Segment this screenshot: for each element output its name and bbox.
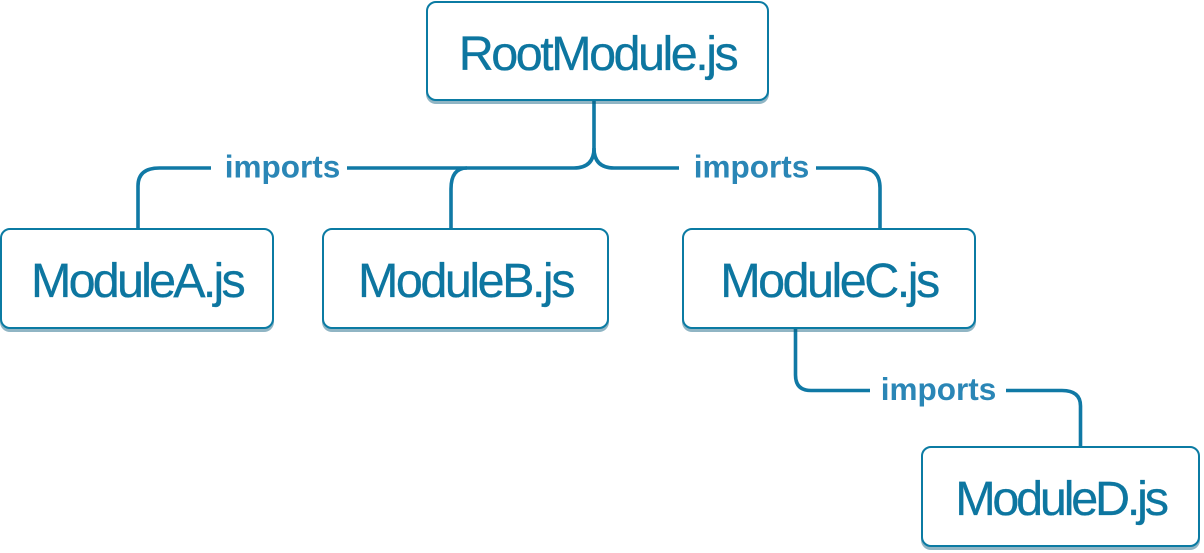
svg-text:imports: imports <box>694 149 810 185</box>
svg-text:imports: imports <box>225 149 341 185</box>
svg-text:imports: imports <box>881 371 997 407</box>
